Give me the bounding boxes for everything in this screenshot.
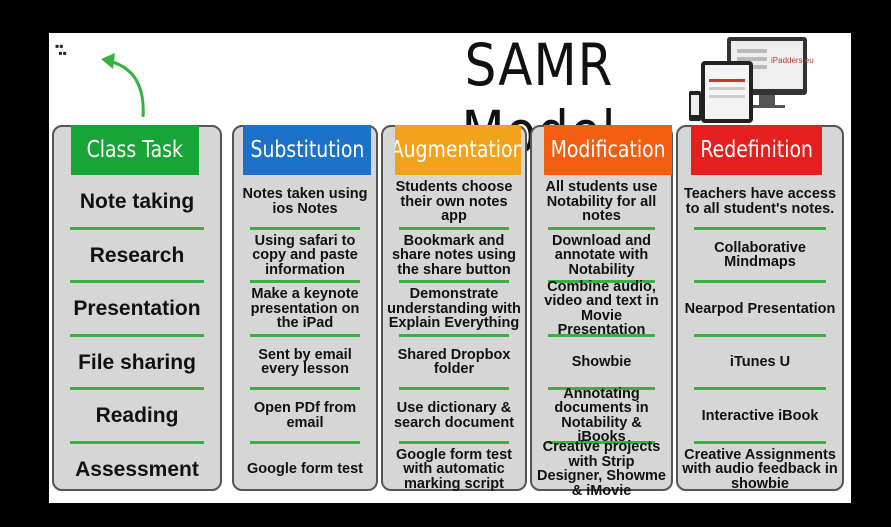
- column-substitution: [232, 125, 378, 491]
- header-label: Modification: [550, 137, 666, 163]
- row-divider: [250, 387, 360, 390]
- row-divider: [548, 387, 655, 390]
- column-augmentation: [381, 125, 527, 491]
- cell-redefinition-3: iTunes U: [729, 354, 791, 370]
- cell-augmentation-5: Google form test with automatic marking …: [395, 446, 512, 492]
- row-divider: [70, 280, 204, 283]
- column-redefinition: [676, 125, 844, 491]
- header-substitution: Substitution: [243, 125, 371, 175]
- row-divider: [250, 333, 360, 337]
- cell-class_task-4: Reading: [95, 404, 179, 428]
- header-label: Augmentation: [395, 137, 521, 163]
- cell-class_task-5: Assessment: [75, 457, 199, 481]
- cell-substitution-4: Open PDf from email: [253, 400, 357, 431]
- row-divider: [548, 280, 655, 283]
- cell-class_task-0: Note taking: [79, 190, 195, 214]
- cell-modification-2: Combine audio, video and text in Movie P…: [544, 278, 659, 339]
- cell-redefinition-0: Teachers have access to all student's no…: [683, 186, 837, 217]
- header-label: Redefinition: [700, 137, 813, 163]
- cell-class_task-2: Presentation: [73, 297, 201, 321]
- row-divider: [548, 333, 655, 337]
- row-divider: [694, 387, 826, 390]
- cell-modification-5: Creative projects with Strip Designer, S…: [537, 439, 666, 499]
- row-divider: [70, 333, 204, 337]
- header-augmentation: Augmentation: [395, 125, 521, 175]
- cell-augmentation-2: Demonstrate understanding with Explain E…: [387, 286, 521, 331]
- cell-substitution-2: Make a keynote presentation on the iPad: [250, 286, 360, 331]
- cell-modification-3: Showbie: [571, 354, 632, 370]
- row-divider: [399, 333, 509, 337]
- samr-slide: ▪▪ ▪▪ SAMR Model iPadders.eu Class TaskN…: [49, 32, 851, 503]
- row-divider: [694, 280, 826, 283]
- column-modification: [530, 125, 673, 491]
- curved-arrow-icon: [101, 53, 145, 118]
- cell-augmentation-0: Students choose their own notes app: [395, 179, 513, 224]
- row-divider: [250, 440, 360, 444]
- header-modification: Modification: [544, 125, 672, 175]
- cell-modification-0: All students use Notability for all note…: [545, 179, 658, 224]
- row-divider: [399, 440, 509, 444]
- header-label: Class Task: [86, 137, 184, 163]
- header-label: Substitution: [250, 137, 364, 163]
- row-divider: [548, 440, 655, 444]
- cell-redefinition-4: Interactive iBook: [701, 407, 819, 424]
- cell-substitution-5: Google form test: [246, 461, 363, 477]
- header-class_task: Class Task: [71, 125, 199, 175]
- cell-class_task-1: Research: [89, 243, 185, 267]
- cell-augmentation-1: Bookmark and share notes using the share…: [391, 232, 517, 278]
- cell-modification-1: Download and annotate with Notability: [551, 232, 652, 278]
- row-divider: [250, 280, 360, 283]
- cell-redefinition-1: Collaborative Mindmaps: [714, 239, 806, 271]
- device-logo-text: iPadders.eu: [771, 56, 814, 65]
- row-divider: [399, 226, 509, 230]
- cell-class_task-3: File sharing: [78, 350, 196, 374]
- header-redefinition: Redefinition: [691, 125, 822, 175]
- row-divider: [70, 226, 204, 230]
- row-divider: [548, 226, 655, 230]
- row-divider: [694, 333, 826, 337]
- row-divider: [70, 440, 204, 444]
- devices-icon: iPadders.eu: [689, 37, 814, 123]
- cell-redefinition-5: Creative Assignments with audio feedback…: [682, 446, 838, 492]
- row-divider: [694, 226, 826, 230]
- cell-modification-4: Annotating documents in Notability & iBo…: [554, 385, 649, 446]
- row-divider: [399, 387, 509, 390]
- cell-augmentation-4: Use dictionary & search document: [393, 400, 515, 431]
- cell-augmentation-3: Shared Dropbox folder: [397, 346, 511, 378]
- row-divider: [694, 440, 826, 444]
- cell-substitution-1: Using safari to copy and paste informati…: [252, 232, 358, 278]
- cell-redefinition-2: Nearpod Presentation: [684, 300, 836, 317]
- cell-substitution-0: Notes taken using ios Notes: [242, 186, 368, 217]
- row-divider: [399, 280, 509, 283]
- cell-substitution-3: Sent by email every lesson: [258, 346, 352, 378]
- row-divider: [250, 226, 360, 230]
- corner-dots-icon: ▪▪ ▪▪: [55, 39, 67, 60]
- row-divider: [70, 387, 204, 390]
